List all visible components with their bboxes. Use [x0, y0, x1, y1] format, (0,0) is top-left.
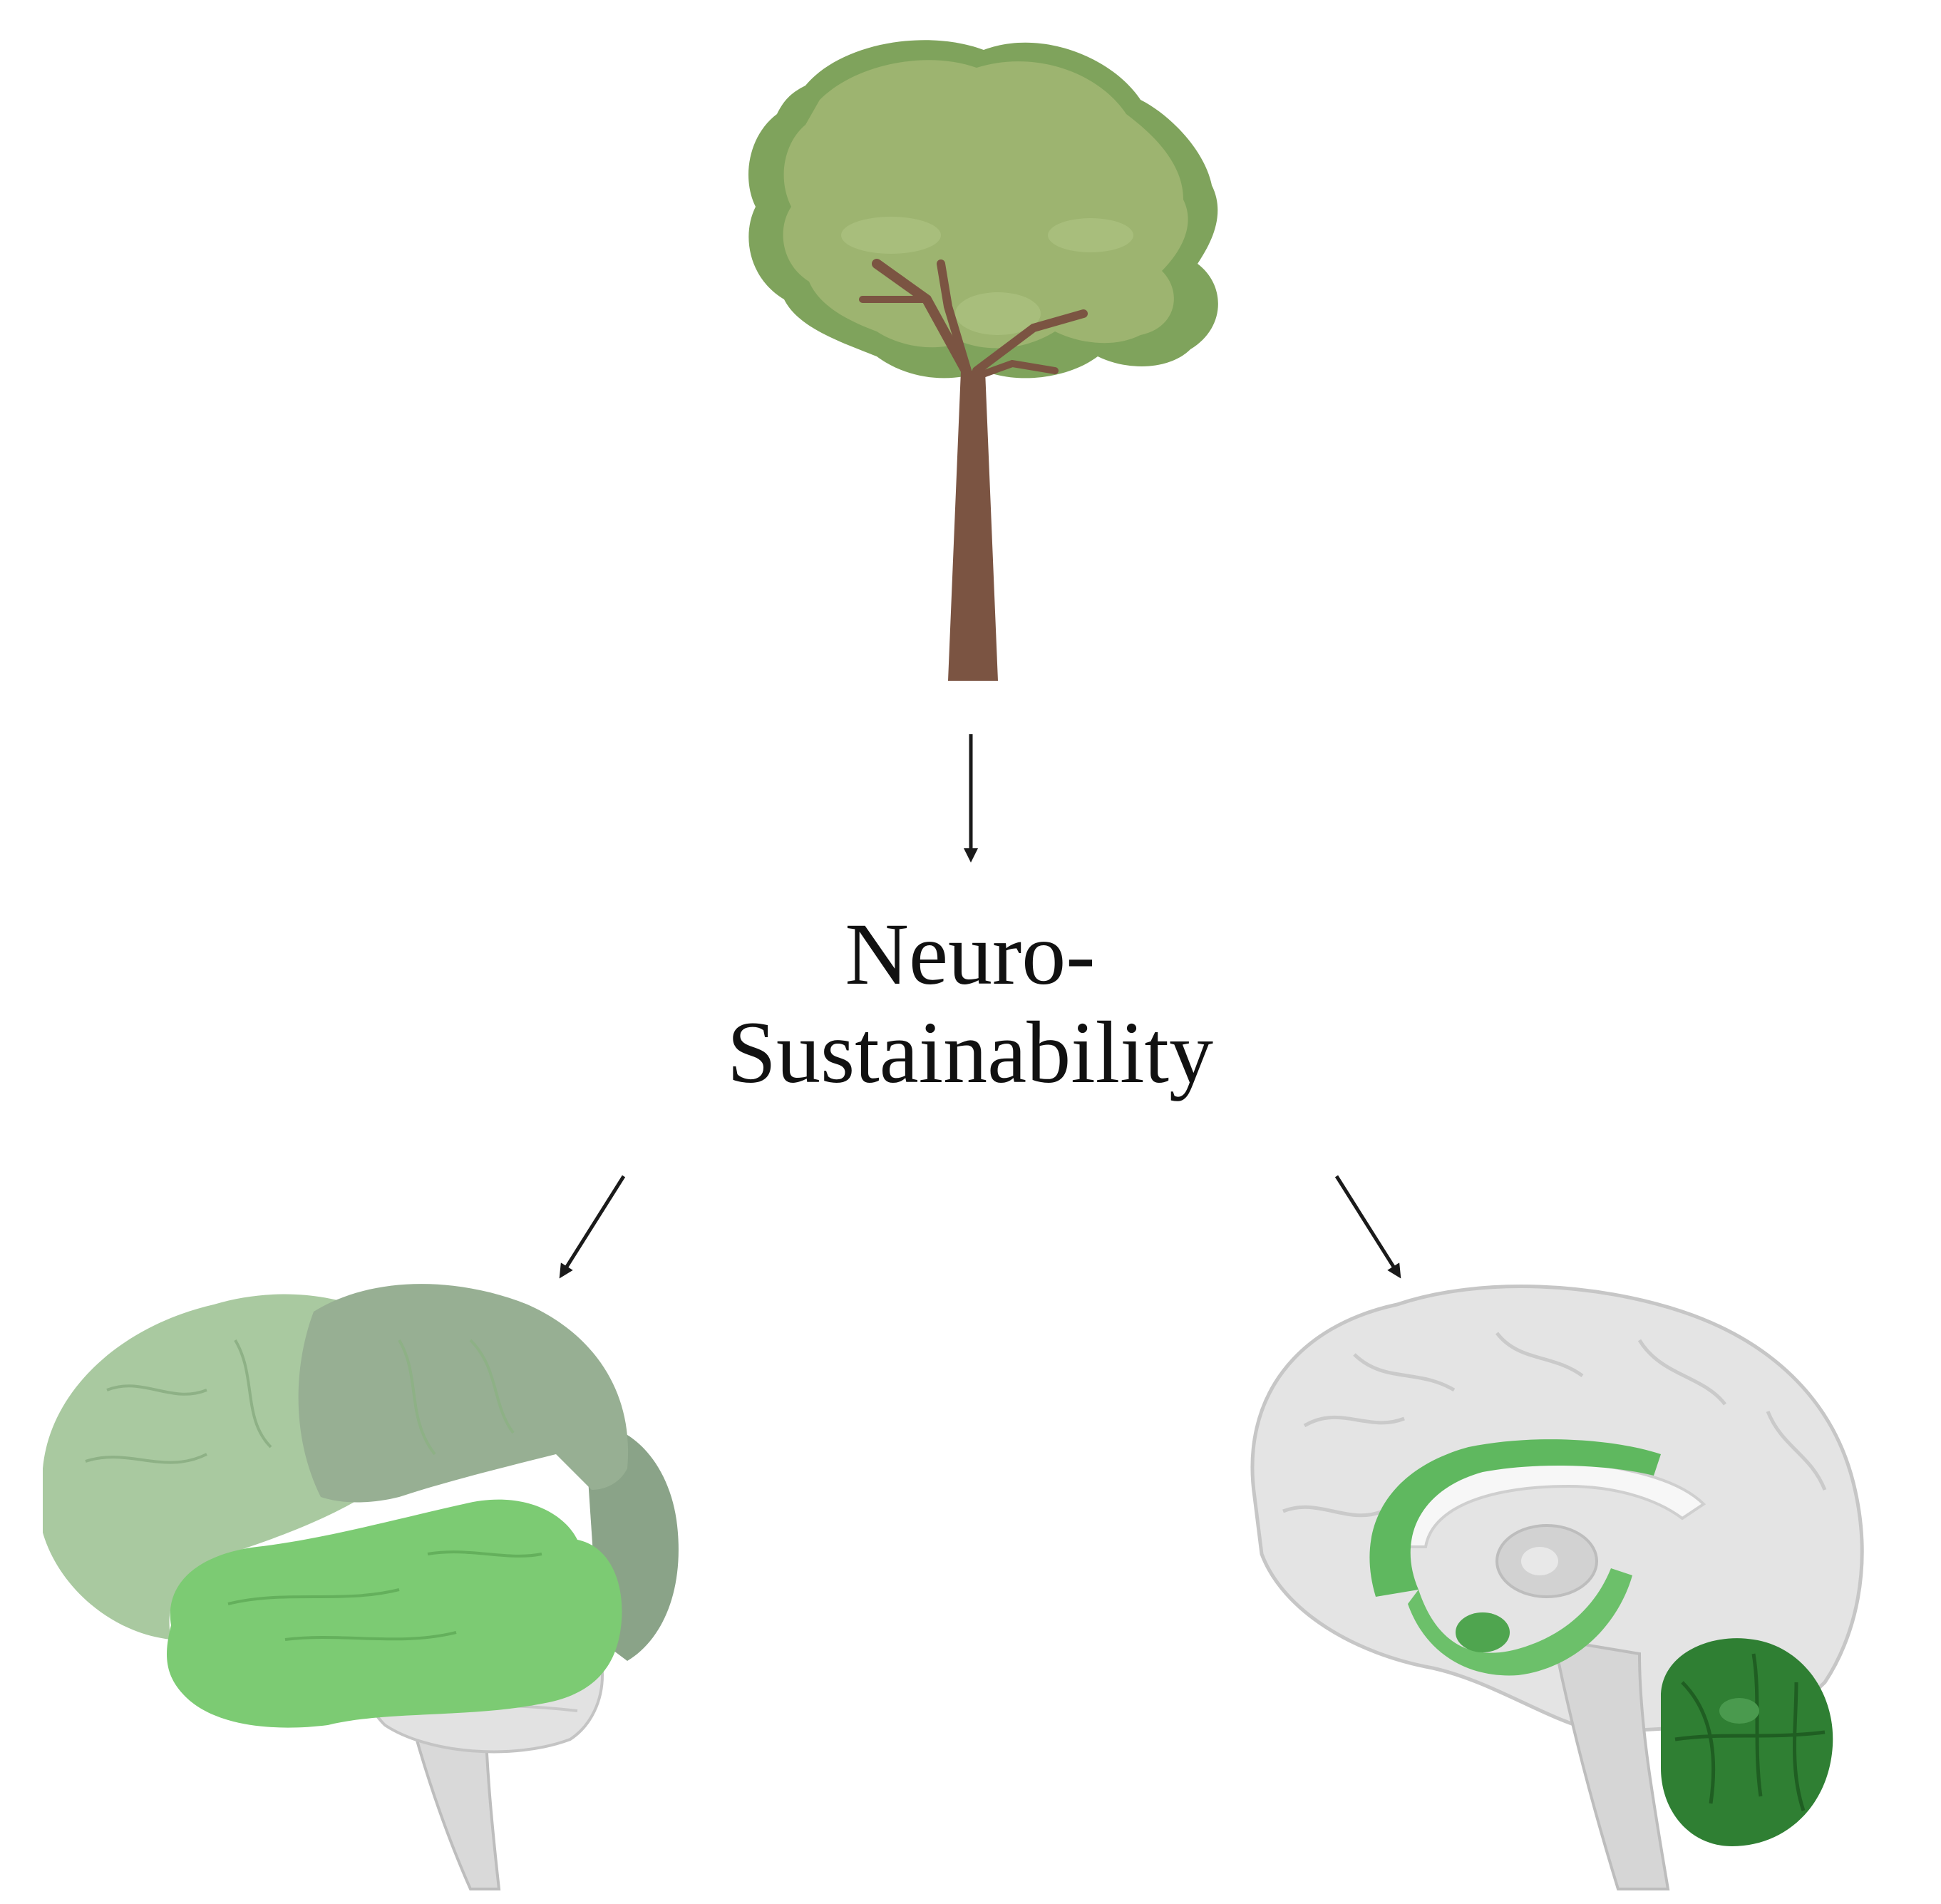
center-label-line1: Neuro-	[845, 905, 1096, 1003]
brain-sagittal-icon	[1250, 1285, 1864, 1890]
center-label-line2: Sustainability	[727, 1004, 1213, 1101]
tree-icon	[748, 40, 1218, 681]
arrow-label-to-lateral-brain	[559, 1175, 626, 1279]
arrow-label-to-sagittal-brain	[1334, 1175, 1401, 1279]
brain-lateral-icon	[43, 1284, 679, 1890]
center-label: Neuro- Sustainability	[614, 905, 1327, 1102]
